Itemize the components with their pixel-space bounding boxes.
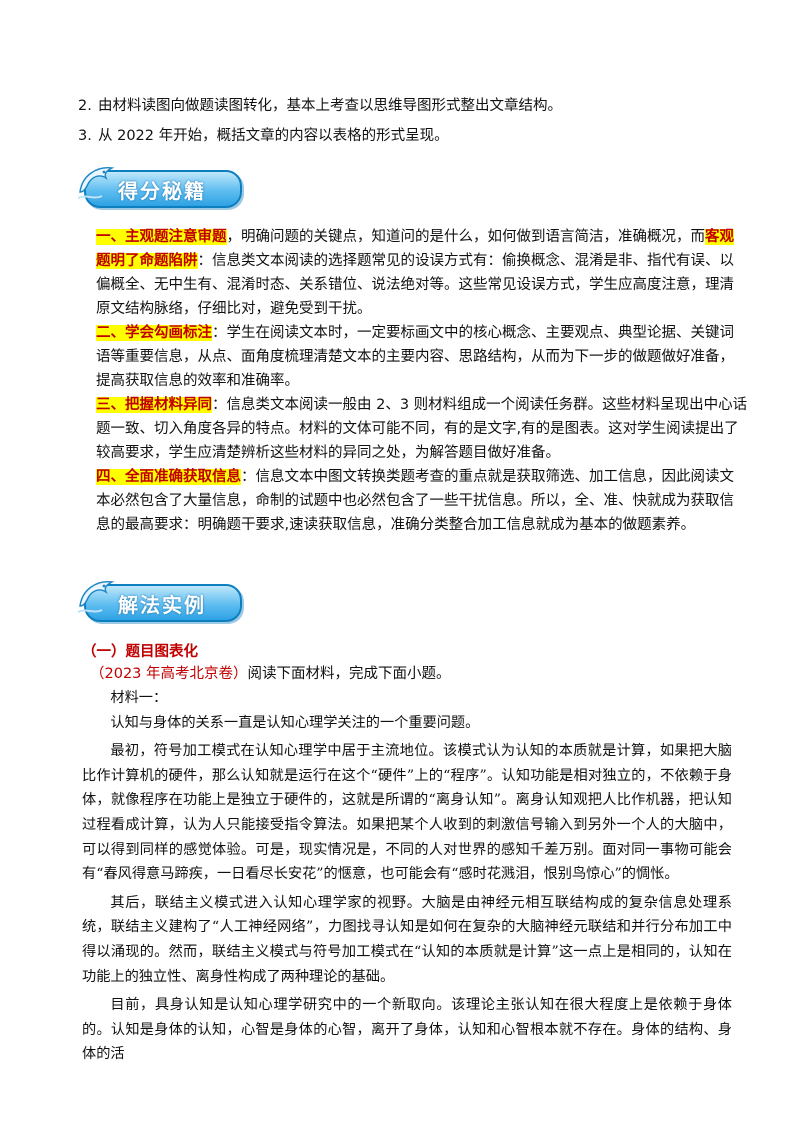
tips-line: 一、主观题注意审题，明确问题的关键点，知道问的是什么，如何做到语言简洁，准确概况… [96, 229, 734, 245]
tips-line: 原文结构脉络，仔细比对，避免受到干扰。 [96, 301, 372, 317]
section-heading: （一）题目图表化 [82, 644, 198, 660]
examples-banner: 解法实例 [76, 578, 246, 622]
paragraph: 目前，具身认知是认知心理学研究中的一个新取向。该理论主张认知在很大程度上是依赖于… [82, 997, 732, 1063]
tips-line: 三、把握材料异同：信息类文本阅读一般由 2、3 则材料组成一个阅读任务群。这些材… [96, 397, 748, 413]
list-text: 由材料读图向做题读图转化，基本上考查以思维导图形式整出文章结构。 [98, 98, 562, 114]
banner-title: 解法实例 [118, 593, 206, 617]
paragraph: 认知与身体的关系一直是认知心理学关注的一个重要问题。 [110, 714, 480, 731]
banner-title: 得分秘籍 [118, 179, 206, 203]
banner-pill [84, 584, 242, 622]
tips-line: 题一致、切入角度各异的特点。材料的文体可能不同，有的是文字,有的是图表。这对学生… [96, 421, 739, 437]
dolphin-icon [77, 167, 115, 199]
tips-line: 本必然包含了大量信息，命制的试题中也必然包含了一些干扰信息。所以，全、准、快就成… [96, 493, 734, 509]
paragraph: 最初，符号加工模式在认知心理学中居于主流地位。该模式认为认知的本质就是计算，如果… [82, 743, 732, 883]
tips-banner: 得分秘籍 [76, 164, 246, 208]
instruction-text: 阅读下面材料，完成下面小题。 [247, 666, 451, 682]
list-number: 2. [78, 98, 92, 114]
tips-line: 息的最高要求：明确题干要求,速读获取信息，准确分类整合加工信息就成为基本的做题素… [96, 517, 696, 533]
list-text: 从 2022 年开始，概括文章的内容以表格的形式呈现。 [98, 128, 449, 144]
tips-line: 偏概全、无中生有、混淆时态、关系错位、说法绝对等。这些常见设误方式，学生应高度注… [96, 277, 734, 293]
tips-line: 较高要求，学生应清楚辨析这些材料的异同之处，为解答题目做好准备。 [96, 445, 560, 461]
material-label: 材料一： [110, 690, 168, 706]
source-label: （2023 年高考北京卷） [90, 666, 248, 682]
paragraph: 其后，联结主义模式进入认知心理学家的视野。大脑是由神经元相互联结构成的复杂信息处… [82, 894, 732, 985]
tips-line: 四、全面准确获取信息：信息文本中图文转换类题考查的重点就是获取筛选、加工信息，因… [96, 469, 734, 485]
tips-line: 提高获取信息的效率和准确率。 [96, 373, 299, 389]
list-number: 3. [78, 128, 92, 144]
tips-line: 语等重要信息，从点、面角度梳理清楚文本的主要内容、思路结构，从而为下一步的做题做… [96, 349, 734, 365]
dolphin-icon [77, 581, 115, 613]
list-item-2: 2. 由材料读图向做题读图转化，基本上考查以思维导图形式整出文章结构。 [78, 96, 562, 116]
question-source: （2023 年高考北京卷）阅读下面材料，完成下面小题。 [90, 664, 451, 684]
banner-pill [84, 170, 242, 208]
material-text: 材料一： 认知与身体的关系一直是认知心理学关注的一个重要问题。 最初，符号加工模… [82, 686, 732, 1067]
tips-line: 二、学会勾画标注：学生在阅读文本时，一定要标画文中的核心概念、主要观点、典型论据… [96, 325, 734, 341]
tips-line: 题明了命题陷阱：信息类文本阅读的选择题常见的设误方式有：偷换概念、混淆是非、指代… [96, 253, 734, 269]
list-item-3: 3. 从 2022 年开始，概括文章的内容以表格的形式呈现。 [78, 126, 449, 146]
